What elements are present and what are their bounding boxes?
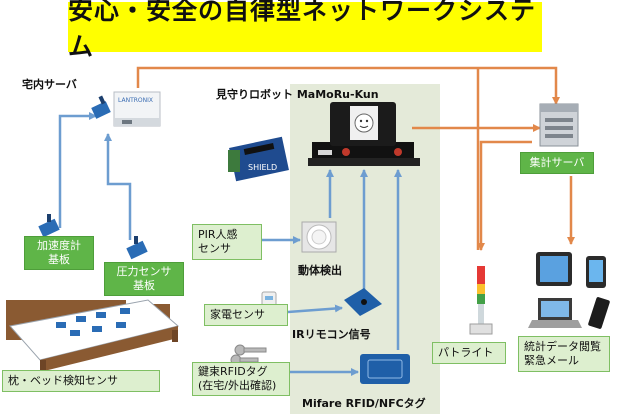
home-server-device	[113, 91, 161, 127]
pillow-label: 枕・ベッド検知センサ	[8, 374, 118, 387]
agg-server-device	[539, 103, 579, 147]
arrow-appliance-to-ir	[287, 304, 343, 314]
lantronix-text: LANTRONIX	[118, 97, 153, 104]
nfc-reader-device	[360, 354, 410, 384]
key-rfid-line-2: (在宅/外出確認)	[198, 379, 277, 392]
motion-detect-label: 動体検出	[298, 264, 342, 277]
pressure-line-2: 基板	[133, 279, 155, 292]
robot-device	[308, 102, 420, 166]
arrow-home-to-agg	[136, 66, 560, 105]
pressure-board-icon	[126, 236, 148, 260]
pir-line-1: PIR人感	[198, 228, 238, 241]
appliance-sensor-box: 家電センサ	[204, 304, 288, 326]
wifi-module-icon	[91, 95, 111, 119]
ir-signal-label: IRリモコン信号	[292, 328, 371, 341]
pir-sensor-device	[301, 221, 337, 253]
blue-arrows	[58, 112, 402, 376]
accel-board-box: 加速度計 基板	[24, 236, 94, 270]
key-rfid-line-1: 鍵束RFIDタグ	[198, 365, 268, 378]
robot-label: 見守りロボット MaMoRu-Kun	[216, 88, 379, 101]
client-devices	[528, 252, 610, 329]
pillow-sensor-box: 枕・ベッド検知センサ	[2, 370, 160, 392]
bed-illustration	[6, 299, 180, 372]
stats-line-2: 緊急メール	[524, 354, 579, 367]
pressure-board-box: 圧力センサ 基板	[104, 262, 184, 296]
patlite-box: パトライト	[432, 342, 506, 364]
pir-line-2: センサ	[198, 242, 231, 255]
patlite-label: パトライト	[438, 346, 494, 359]
stats-line-1: 統計データ閲覧	[524, 340, 601, 353]
agg-server-label: 集計サーバ	[529, 156, 585, 169]
patlite-tower	[469, 266, 493, 335]
ir-board-device	[344, 288, 382, 316]
arrow-agg-to-patlite	[477, 140, 532, 251]
home-server-label: 宅内サーバ	[22, 78, 77, 91]
arrow-accel-to-home	[58, 112, 97, 228]
orange-arrows	[136, 66, 575, 251]
accel-line-1: 加速度計	[37, 239, 81, 252]
arrow-pressure-to-home	[104, 133, 132, 240]
key-rfid-box: 鍵束RFIDタグ (在宅/外出確認)	[192, 362, 290, 396]
pir-sensor-box: PIR人感 センサ	[192, 224, 262, 260]
stats-box: 統計データ閲覧 緊急メール	[518, 336, 610, 372]
shield-text: SHIELD	[248, 163, 277, 172]
nfc-tag-label: Mifare RFID/NFCタグ	[302, 397, 426, 410]
accel-line-2: 基板	[48, 253, 70, 266]
arduino-shield: SHIELD	[228, 136, 289, 182]
agg-server-box: 集計サーバ	[520, 152, 594, 174]
appliance-label: 家電センサ	[210, 308, 265, 321]
pressure-line-1: 圧力センサ	[116, 265, 172, 278]
title-banner: 安心・安全の自律型ネットワークシステム	[68, 0, 542, 61]
diagram-title: 安心・安全の自律型ネットワークシステム	[68, 0, 537, 61]
accel-board-icon	[38, 214, 60, 238]
